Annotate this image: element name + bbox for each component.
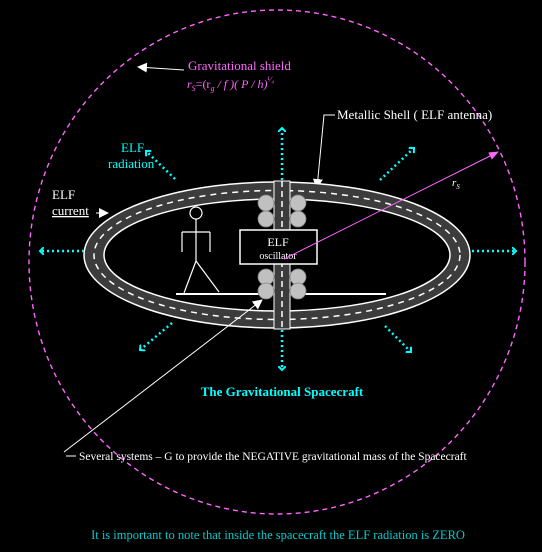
radius-label-sub: S [456, 183, 460, 191]
elf-current-label-line2: current [52, 203, 89, 218]
radius-label: rS [452, 177, 460, 191]
radius-line [283, 151, 499, 260]
systems-note: Several systems – G to provide the NEGAT… [79, 451, 468, 463]
g-sphere [257, 282, 275, 300]
diagram-title: The Gravitational Spacecraft [201, 384, 364, 399]
gravitational-shield-circle [28, 9, 526, 515]
g-systems-lower [257, 268, 307, 300]
radiation-arrow-lower-left [140, 322, 173, 350]
radiation-arrow-upper-left [146, 151, 176, 180]
shield-formula-lhs: r [187, 77, 192, 91]
g-sphere [257, 194, 275, 212]
g-sphere [289, 210, 307, 228]
elf-oscillator-box [239, 229, 318, 265]
astronaut-figure-icon [181, 206, 220, 294]
footer-note: It is important to note that inside the … [91, 528, 465, 542]
radius-label-r: r [452, 177, 457, 189]
radiation-arrow-upper-right [379, 148, 414, 181]
g-sphere [257, 210, 275, 228]
g-systems-upper [257, 194, 307, 228]
shield-formula-body-sub: g [210, 84, 214, 93]
elf-oscillator-label-line2: oscillator [259, 251, 297, 262]
metallic-shell-pointer [312, 114, 335, 189]
elf-radiation-arrows [40, 128, 516, 370]
shield-formula-exponent: ¹⁄₄ [268, 75, 275, 84]
elf-radiation-label-line1: ELF [121, 140, 144, 155]
radiation-arrow-lower-right [384, 325, 411, 352]
g-systems-pointer [63, 299, 263, 453]
elf-radiation-label-line2: radiation [108, 156, 155, 171]
shield-label: Gravitational shield [188, 58, 291, 73]
shield-formula-body1: =(r [196, 77, 211, 91]
shield-formula: rS=(rg / f )( P / h)¹⁄₄ [187, 75, 274, 93]
g-sphere [289, 282, 307, 300]
elf-oscillator-label-line1: ELF [267, 235, 289, 249]
shield-formula-lhs-sub: S [192, 84, 196, 93]
shield-pointer-arrow [137, 62, 185, 73]
shield-formula-body2: / f )( P / h) [214, 77, 267, 91]
metallic-shell-label: Metallic Shell ( ELF antenna) [337, 107, 492, 122]
elf-current-label-line1: ELF [52, 187, 75, 202]
g-sphere [289, 194, 307, 212]
